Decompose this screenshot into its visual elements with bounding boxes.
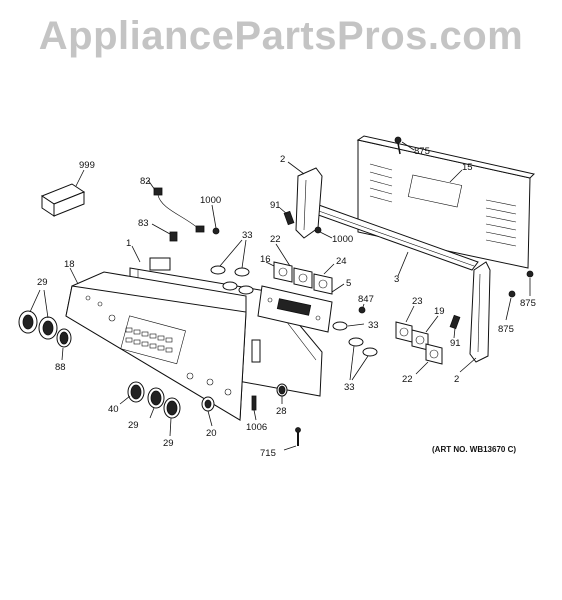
callout-20: 20 (206, 428, 217, 439)
part-29-knob-left-2[interactable] (38, 316, 58, 340)
callout-16: 16 (260, 254, 271, 265)
callout-91: 91 (450, 338, 461, 349)
callout-29: 29 (128, 420, 139, 431)
part-88-knob[interactable] (56, 328, 72, 348)
callout-3: 3 (394, 274, 399, 285)
part-40-knob[interactable] (127, 381, 145, 403)
callout-875: 875 (414, 146, 430, 157)
callout-40: 40 (108, 404, 119, 415)
callout-847: 847 (358, 294, 374, 305)
part-1000-screw-right[interactable] (314, 226, 322, 234)
callout-91: 91 (270, 200, 281, 211)
callout-1000: 1000 (200, 195, 221, 206)
part-875-screw-right-2[interactable] (508, 290, 516, 298)
callout-88: 88 (55, 362, 66, 373)
part-82-wire-harness[interactable] (153, 187, 205, 233)
callout-29: 29 (37, 277, 48, 288)
part-999-box[interactable] (40, 183, 86, 217)
part-91-clip-lower[interactable] (449, 314, 461, 330)
callout-18: 18 (64, 259, 75, 270)
part-29-knob-lower-1[interactable] (147, 387, 165, 409)
part-15-back-panel[interactable] (356, 135, 535, 269)
part-33-spacer-group-1[interactable] (210, 265, 254, 295)
callout-33: 33 (242, 230, 253, 241)
part-24-switch[interactable] (313, 273, 333, 295)
watermark: AppliancePartsPros.com (38, 14, 524, 58)
callout-715: 715 (260, 448, 276, 459)
callout-1000: 1000 (332, 234, 353, 245)
callout-83: 83 (138, 218, 149, 229)
part-22-switch-upper[interactable] (293, 267, 313, 289)
part-91-clip-upper[interactable] (283, 210, 295, 226)
part-83-clip[interactable] (169, 231, 178, 242)
callout-24: 24 (336, 256, 347, 267)
part-29-knob-lower-2[interactable] (163, 397, 181, 419)
part-33-spacer-group-2[interactable] (332, 321, 378, 357)
part-28-knob[interactable] (276, 383, 288, 397)
callout-5: 5 (346, 278, 351, 289)
part-22-switch-lower[interactable] (425, 343, 443, 365)
callout-29: 29 (163, 438, 174, 449)
part-1006-bracket[interactable] (251, 395, 257, 411)
callout-labels: 999 82 1000 83 1 33 18 29 88 40 29 29 20… (37, 146, 536, 459)
part-2-end-cap-right[interactable] (469, 261, 491, 363)
callout-15: 15 (462, 162, 473, 173)
callout-82: 82 (140, 176, 151, 187)
part-20-knob[interactable] (201, 396, 215, 412)
part-1000-screw[interactable] (212, 227, 220, 235)
part-875-screw-top[interactable] (394, 136, 402, 155)
part-29-knob-left-1[interactable] (18, 310, 38, 334)
callout-875: 875 (498, 324, 514, 335)
callout-19: 19 (434, 306, 445, 317)
callout-875: 875 (520, 298, 536, 309)
callout-22: 22 (402, 374, 413, 385)
callout-33: 33 (344, 382, 355, 393)
part-715-screw[interactable] (295, 427, 301, 447)
callout-22: 22 (270, 234, 281, 245)
callout-1: 1 (126, 238, 131, 249)
callout-28: 28 (276, 406, 287, 417)
callout-33: 33 (368, 320, 379, 331)
callout-2: 2 (280, 154, 285, 165)
part-847-screw[interactable] (358, 306, 366, 314)
callout-1006: 1006 (246, 422, 267, 433)
part-16-switch[interactable] (273, 261, 293, 283)
part-23-switch[interactable] (395, 321, 413, 343)
part-18-front-overlay-panel[interactable] (65, 271, 247, 421)
callout-23: 23 (412, 296, 423, 307)
part-5-control-board[interactable] (257, 285, 333, 333)
callout-999: 999 (79, 160, 95, 171)
art-number: (ART NO. WB13670 C) (432, 445, 516, 454)
callout-2: 2 (454, 374, 459, 385)
part-875-screw-right-1[interactable] (526, 270, 534, 278)
